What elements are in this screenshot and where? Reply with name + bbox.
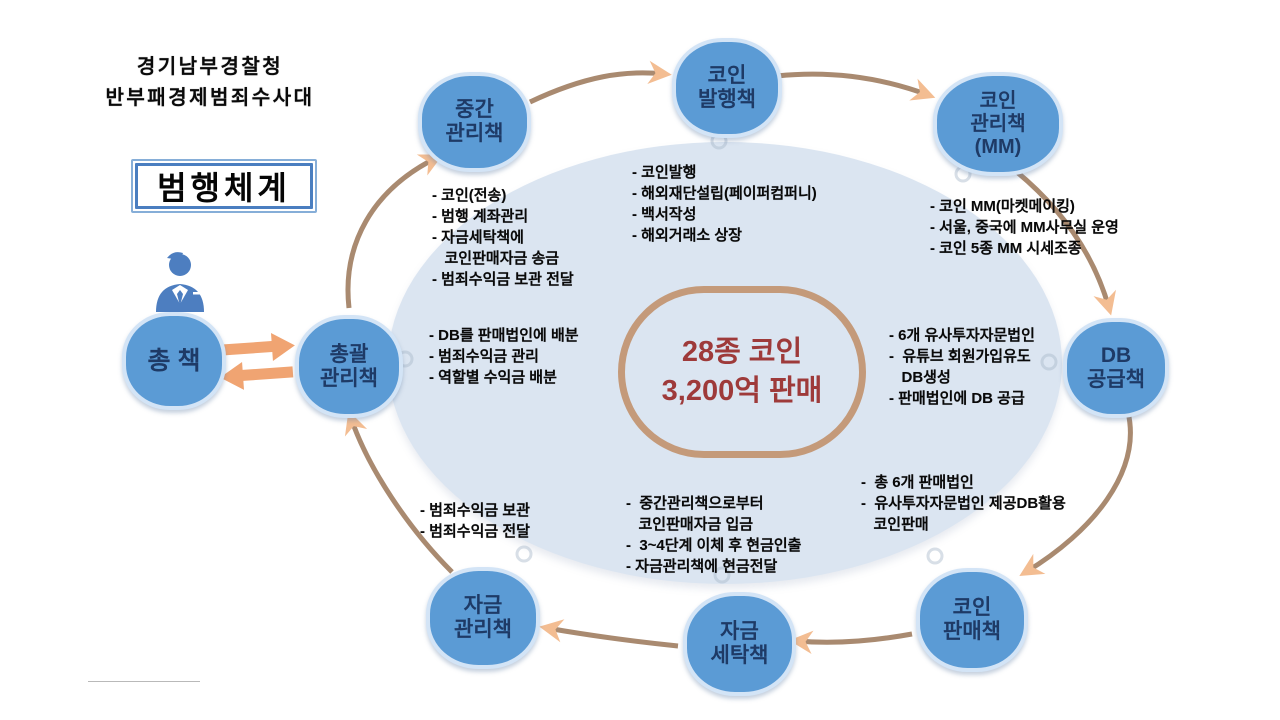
crime-scheme-title-box: 범행체계 bbox=[131, 159, 317, 213]
node-coin-seller: 코인 판매책 bbox=[916, 568, 1028, 672]
arrow-db-to-sales bbox=[1019, 411, 1133, 577]
arrow-middle-to-issuer bbox=[528, 60, 672, 105]
note-general-manager: - DB를 판매법인에 배분 - 범죄수익금 관리 - 역할별 수익금 배분 bbox=[429, 327, 579, 386]
node-general-manager-label: 총괄 관리책 bbox=[320, 342, 378, 390]
arrow-launder-to-fund bbox=[539, 619, 679, 649]
node-db-supplier: DB 공급책 bbox=[1063, 318, 1169, 418]
org-cycle-ellipse bbox=[388, 142, 1062, 584]
node-coin-manager-mm: 코인 관리책 (MM) bbox=[933, 72, 1063, 176]
note-coin-issuer: - 코인발행 - 해외재단설립(페이퍼컴퍼니) - 백서작성 - 해외거래소 상… bbox=[632, 164, 817, 244]
crime-scheme-title-inner-border: 범행체계 bbox=[135, 163, 313, 209]
node-coin-seller-label: 코인 판매책 bbox=[943, 596, 1001, 643]
arrow-general-to-middle bbox=[345, 154, 443, 309]
arrow-boss-to-general bbox=[221, 333, 295, 361]
link-icons bbox=[396, 132, 1058, 584]
agency-line1: 경기남부경찰청 bbox=[136, 56, 284, 78]
node-fund-manager: 자금 관리책 bbox=[426, 567, 540, 669]
node-money-launderer-label: 자금 세탁책 bbox=[710, 620, 769, 667]
node-coin-issuer-label: 코인 발행책 bbox=[698, 64, 756, 111]
link-icon bbox=[515, 545, 533, 563]
link-icon bbox=[1040, 353, 1058, 371]
note-money-launderer: - 중간관리책으로부터 코인판매자금 입금 - 3~4단계 이체 후 현금인출 … bbox=[626, 495, 802, 575]
person-icon bbox=[156, 252, 204, 312]
node-general-manager: 총괄 관리책 bbox=[295, 315, 403, 418]
note-middle-manager: - 코인(전송) - 범행 계좌관리 - 자금세탁책에 코인판매자금 송금 - … bbox=[432, 187, 574, 288]
agency-name: 경기남부경찰청 반부패경제범죄수사대 bbox=[55, 52, 365, 114]
node-db-supplier-label: DB 공급책 bbox=[1087, 344, 1145, 391]
arrow-mm-to-db bbox=[1010, 166, 1117, 316]
link-icon bbox=[926, 547, 944, 565]
arrow-sales-to-launder bbox=[789, 630, 913, 654]
node-boss: 총 책 bbox=[122, 312, 226, 410]
crime-scheme-title: 범행체계 bbox=[157, 170, 291, 206]
center-summary-frame: 28종 코인 3,200억 판매 bbox=[618, 286, 866, 458]
arrow-issuer-to-mm bbox=[776, 71, 936, 101]
arrow-fund-to-general bbox=[344, 410, 454, 574]
node-money-launderer: 자금 세탁책 bbox=[683, 592, 796, 696]
node-fund-manager-label: 자금 관리책 bbox=[454, 594, 512, 641]
note-fund-manager: - 범죄수익금 보관 - 범죄수익금 전달 bbox=[420, 502, 530, 540]
note-coin-manager-mm: - 코인 MM(마켓메이킹) - 서울, 중국에 MM사무실 운영 - 코인 5… bbox=[930, 198, 1119, 257]
node-coin-manager-mm-label: 코인 관리책 (MM) bbox=[970, 89, 1026, 158]
footer-line bbox=[88, 681, 200, 682]
node-middle-manager: 중간 관리책 bbox=[418, 72, 531, 172]
note-db-supplier: - 6개 유사투자자문법인 - 유튜브 회원가입유도 DB생성 - 판매법인에 … bbox=[889, 327, 1035, 407]
center-summary-text: 28종 코인 3,200억 판매 bbox=[661, 336, 823, 407]
link-icon bbox=[713, 566, 731, 584]
node-coin-issuer: 코인 발행책 bbox=[672, 38, 782, 138]
agency-line2: 반부패경제범죄수사대 bbox=[105, 87, 315, 109]
arrow-general-to-boss bbox=[220, 361, 294, 390]
node-middle-manager-label: 중간 관리책 bbox=[445, 98, 504, 145]
note-sales-corporations: - 총 6개 판매법인 - 유사투자자문법인 제공DB활용 코인판매 bbox=[861, 474, 1066, 533]
node-boss-label: 총 책 bbox=[147, 347, 201, 375]
